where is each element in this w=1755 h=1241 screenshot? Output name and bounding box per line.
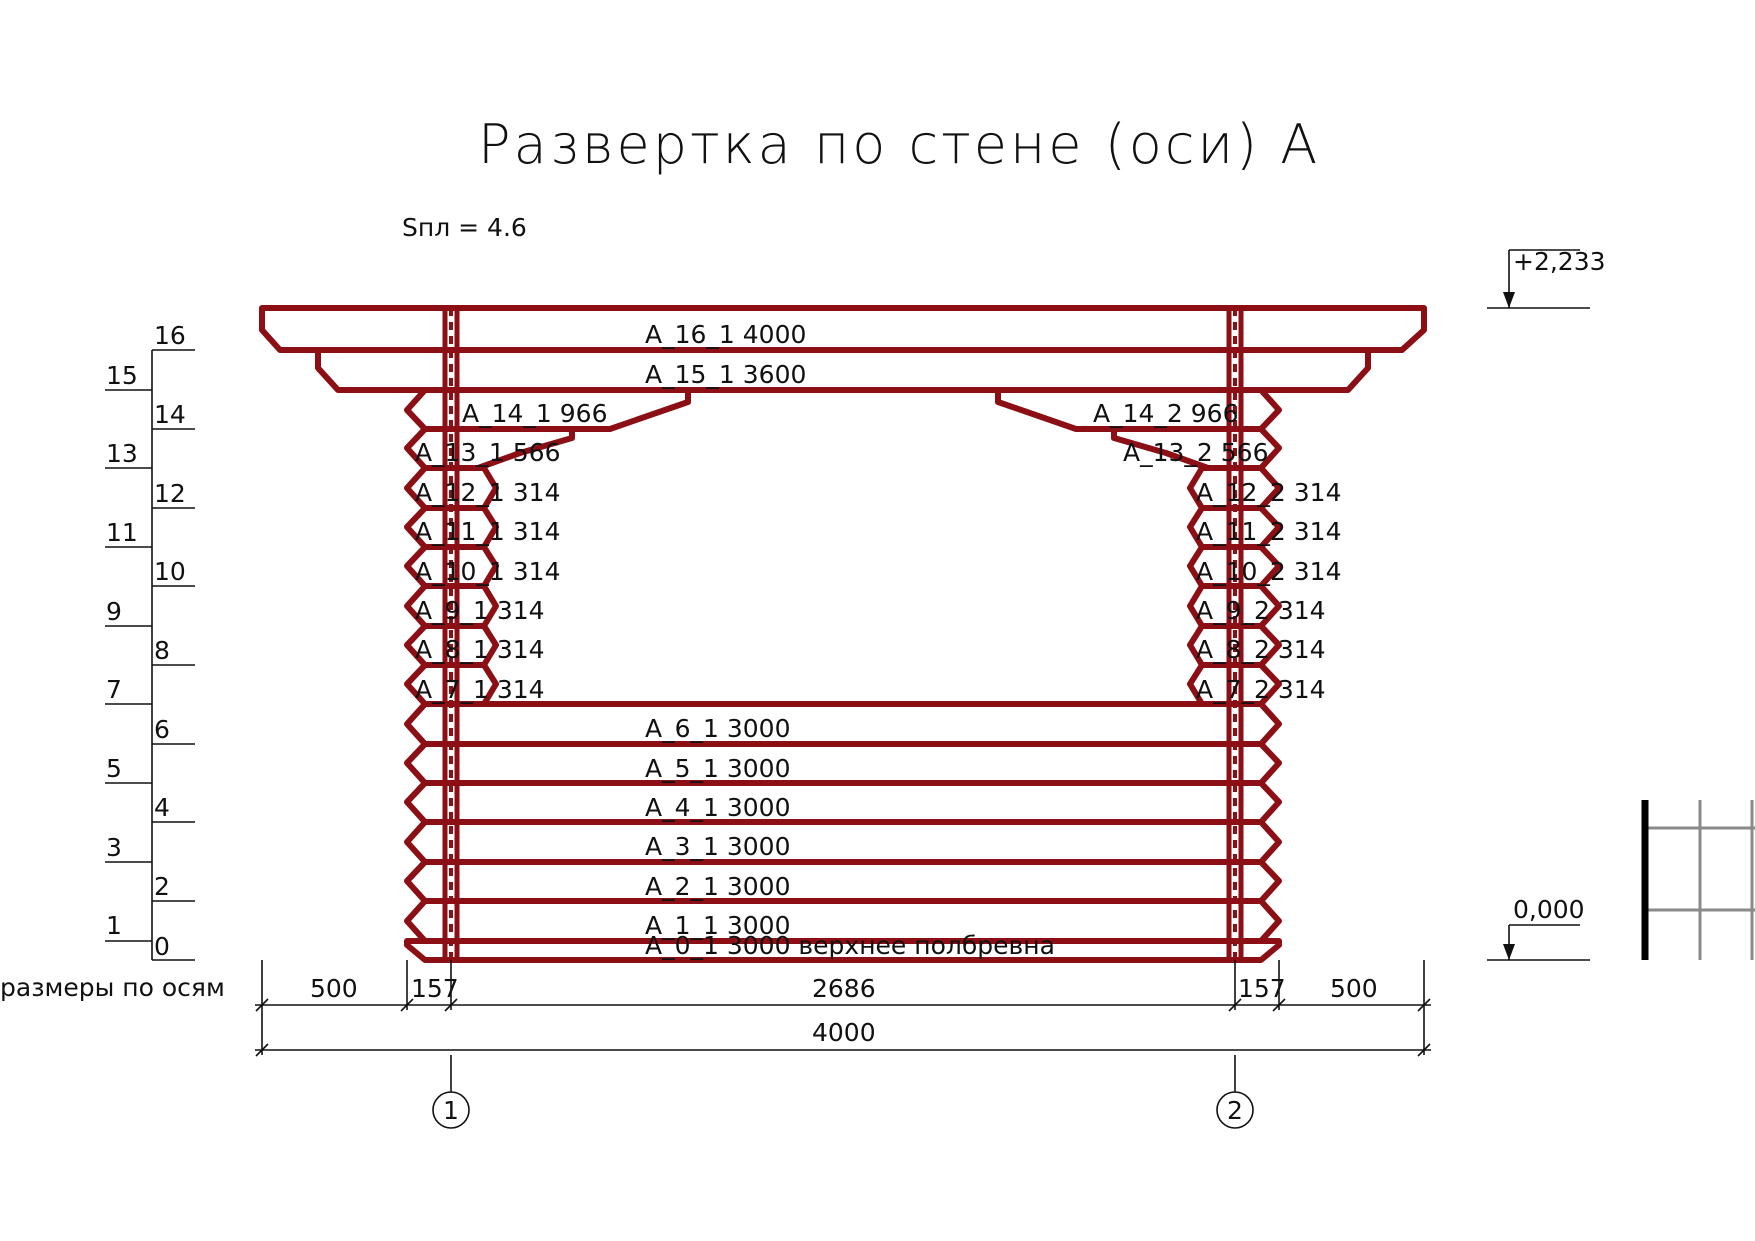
row-number: 6	[154, 715, 170, 744]
dim-left-half: 157	[411, 974, 459, 1003]
row-number: 8	[154, 636, 170, 665]
dim-left-overhang: 500	[310, 974, 358, 1003]
row-number: 16	[154, 321, 186, 350]
dim-middle: 2686	[812, 974, 876, 1003]
axis-marker-2: 2	[1216, 1055, 1254, 1129]
level-zero-label: 0,000	[1513, 895, 1585, 924]
dim-right-overhang: 500	[1330, 974, 1378, 1003]
log-label: A_9_2 314	[1196, 596, 1326, 625]
log-label: A_12_2 314	[1196, 478, 1341, 507]
log-label: A_8_2 314	[1196, 635, 1326, 664]
row-number: 9	[106, 597, 122, 626]
log-row-5	[404, 741, 1282, 786]
area-label: Sпл = 4.6	[402, 213, 527, 242]
log-label: A_9_1 314	[415, 596, 545, 625]
log-label: A_13_1 566	[415, 438, 560, 467]
log-label: A_3_1 3000	[645, 832, 790, 861]
dimension-chain	[255, 960, 1431, 1057]
row-number: 10	[154, 557, 186, 586]
drawing-title: Развертка по стене (оси) А	[478, 113, 1320, 176]
row-number: 0	[154, 932, 170, 961]
row-number: 13	[106, 439, 138, 468]
log-label: A_8_1 314	[415, 635, 545, 664]
log-label: A_6_1 3000	[645, 714, 790, 743]
log-row-4	[404, 780, 1282, 825]
axis-marker-1: 1	[432, 1055, 470, 1129]
row-number: 4	[154, 793, 170, 822]
log-label: A_16_1 4000	[645, 320, 806, 349]
row-number: 5	[106, 754, 122, 783]
level-mark-zero: 0,000	[1487, 895, 1590, 961]
row-number: 1	[106, 911, 122, 940]
row-number: 2	[154, 872, 170, 901]
level-top-label: +2,233	[1513, 247, 1606, 276]
log-label: A_5_1 3000	[645, 754, 790, 783]
row-number: 3	[106, 833, 122, 862]
log-row-2	[404, 859, 1282, 904]
log-row-16	[259, 305, 1427, 353]
log-label: A_0_1 3000 верхнее полбревна	[645, 931, 1055, 960]
row-number: 14	[154, 400, 186, 429]
log-row-6	[404, 701, 1282, 747]
axis-label: 2	[1227, 1096, 1243, 1125]
row-number: 11	[106, 518, 138, 547]
axis-dim-caption: размеры по осям	[0, 973, 225, 1002]
log-label: A_15_1 3600	[645, 360, 806, 389]
log-label: A_1_1 3000	[645, 911, 790, 940]
log-label: A_10_1 314	[415, 557, 560, 586]
log-row-13-left	[404, 426, 575, 471]
level-mark-top: +2,233	[1487, 247, 1606, 309]
dim-right-half: 157	[1238, 974, 1286, 1003]
axis-label: 1	[443, 1096, 459, 1125]
log-label: A_14_2 966	[1093, 399, 1238, 428]
log-label: A_11_2 314	[1196, 517, 1341, 546]
log-row-0	[404, 938, 1282, 963]
dim-total: 4000	[812, 1018, 876, 1047]
log-label: A_4_1 3000	[645, 793, 790, 822]
log-row-3	[404, 819, 1282, 865]
log-label: A_11_1 314	[415, 517, 560, 546]
log-label: A_7_1 314	[415, 675, 545, 704]
row-number: 7	[106, 675, 122, 704]
log-label: A_14_1 966	[462, 399, 607, 428]
plan-fragment	[1641, 800, 1755, 960]
log-label: A_2_1 3000	[645, 872, 790, 901]
row-number: 15	[106, 361, 138, 390]
log-label: A_7_2 314	[1196, 675, 1326, 704]
row-number: 12	[154, 479, 186, 508]
log-row-15	[315, 347, 1371, 393]
row-number-scale: 0 1 2 3 4 5 6 7 8 9 10 11 12 13 14 15 16	[105, 321, 195, 961]
log-label: A_13_2 566	[1123, 438, 1268, 467]
log-label: A_12_1 314	[415, 478, 560, 507]
log-label: A_10_2 314	[1196, 557, 1341, 586]
log-row-14-left	[404, 387, 691, 432]
